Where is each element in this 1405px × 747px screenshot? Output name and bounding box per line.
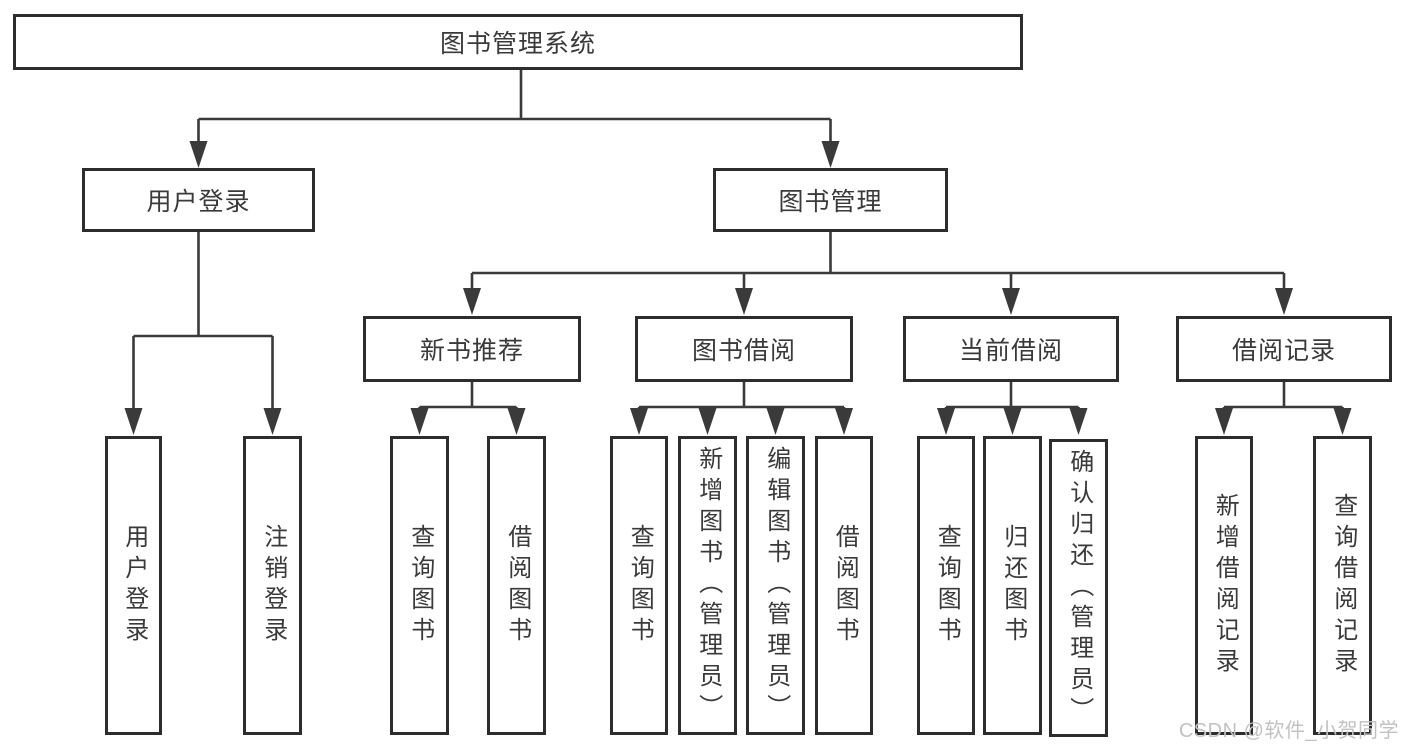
leaf-records-add-record: 新增借阅记录 — [1195, 436, 1253, 735]
node-label: 图书管理 — [778, 188, 883, 216]
connector-book-management-branch — [470, 230, 1286, 292]
node-label: 查询图书 — [933, 523, 961, 648]
node-label: 新增图书（管理员） — [694, 446, 722, 725]
node-root: 图书管理系统 — [13, 14, 1023, 70]
arrowhead-icon — [507, 408, 526, 435]
node-label: 新增借阅记录 — [1211, 492, 1239, 679]
leaf-borrow-add-books-admin: 新增图书（管理员） — [678, 436, 737, 735]
arrowhead-icon — [124, 408, 143, 435]
arrowhead-icon — [1275, 288, 1293, 315]
node-label: 查询图书 — [626, 523, 654, 648]
arrowhead-icon — [630, 408, 648, 435]
arrowhead-icon — [1069, 408, 1088, 435]
node-user-login: 用户登录 — [82, 168, 315, 232]
arrowhead-icon — [410, 408, 429, 435]
node-label: 图书管理系统 — [439, 30, 596, 58]
node-label: 用户登录 — [146, 188, 251, 216]
arrowhead-icon — [1333, 408, 1352, 435]
leaf-current-confirm-return-admin: 确认归还（管理员） — [1049, 439, 1108, 737]
node-book-borrow: 图书借阅 — [635, 316, 853, 382]
leaf-current-return-books: 归还图书 — [983, 436, 1042, 735]
arrowhead-icon — [1215, 408, 1233, 435]
leaf-logout: 注销登录 — [243, 436, 302, 735]
leaf-records-query-record: 查询借阅记录 — [1313, 436, 1372, 735]
connector-records-branch — [1222, 380, 1344, 412]
arrowhead-icon — [835, 408, 853, 435]
node-label: 确认归还（管理员） — [1065, 448, 1093, 728]
connector-borrow-branch — [637, 380, 846, 412]
arrowhead-icon — [263, 408, 282, 435]
connector-root-to-level2 — [197, 68, 832, 144]
node-label: 图书借阅 — [691, 337, 796, 365]
arrowhead-icon — [937, 408, 955, 435]
node-label: 借阅图书 — [503, 523, 531, 648]
arrowhead-icon — [766, 408, 785, 435]
connector-recommend-branch — [418, 380, 518, 412]
leaf-recommend-borrow-books: 借阅图书 — [487, 436, 546, 735]
node-current-borrow: 当前借阅 — [903, 316, 1119, 382]
arrowhead-icon — [698, 408, 717, 435]
connector-current-branch — [944, 380, 1080, 412]
node-label: 新书推荐 — [419, 337, 524, 365]
arrowhead-icon — [735, 288, 753, 315]
node-label: 编辑图书（管理员） — [762, 446, 790, 725]
node-label: 当前借阅 — [958, 337, 1063, 365]
connector-user-login-branch — [132, 230, 274, 410]
node-label: 查询图书 — [406, 523, 434, 648]
arrowhead-icon — [821, 141, 840, 168]
leaf-borrow-query-books: 查询图书 — [610, 436, 668, 735]
node-label: 查询借阅记录 — [1329, 492, 1357, 679]
leaf-current-query-books: 查询图书 — [917, 436, 975, 735]
arrowhead-icon — [463, 288, 481, 315]
arrowhead-icon — [1003, 408, 1022, 435]
node-book-management: 图书管理 — [713, 168, 948, 232]
leaf-borrow-edit-books-admin: 编辑图书（管理员） — [746, 436, 805, 735]
node-label: 用户登录 — [120, 523, 148, 648]
node-borrow-records: 借阅记录 — [1176, 316, 1392, 382]
node-label: 借阅记录 — [1231, 337, 1336, 365]
arrowheads — [124, 141, 1352, 435]
leaf-user-login: 用户登录 — [105, 436, 162, 735]
leaf-borrow-borrow-books: 借阅图书 — [815, 436, 873, 735]
arrowhead-icon — [1002, 288, 1020, 315]
arrowhead-icon — [189, 141, 208, 168]
leaf-recommend-query-books: 查询图书 — [390, 436, 449, 735]
node-label: 注销登录 — [259, 523, 287, 648]
node-label: 归还图书 — [999, 523, 1027, 648]
node-new-book-recommend: 新书推荐 — [363, 316, 581, 382]
node-label: 借阅图书 — [831, 523, 859, 648]
